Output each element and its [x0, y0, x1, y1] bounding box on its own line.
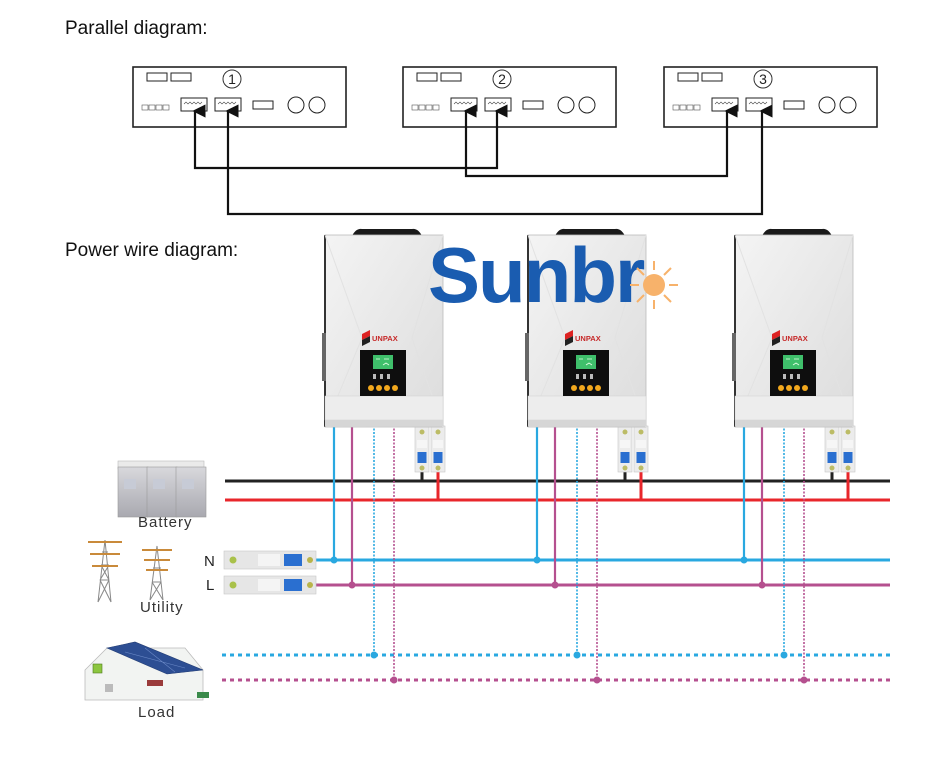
battery-cell	[117, 466, 149, 518]
panel-button	[794, 385, 800, 391]
battery-cell	[146, 466, 178, 518]
sun-icon	[630, 261, 678, 309]
panel-button	[595, 385, 601, 391]
parallel-port	[711, 97, 739, 112]
junction-dot	[740, 556, 748, 564]
neutral-breaker	[223, 550, 317, 570]
junction-dot	[533, 556, 541, 564]
parallel-unit: 3	[663, 66, 878, 128]
parallel-port	[484, 97, 512, 112]
parallel-cables	[192, 104, 773, 216]
panel-button	[376, 385, 382, 391]
lcd-display	[373, 355, 393, 369]
power-wire-diagram-heading: Power wire diagram:	[65, 240, 239, 261]
panel-button	[587, 385, 593, 391]
panel-button	[392, 385, 398, 391]
parallel-cable-2-3	[463, 104, 738, 178]
panel-button	[368, 385, 374, 391]
junction-dot	[780, 651, 788, 659]
line-breaker	[223, 575, 317, 595]
watermark-text: Sunbr	[428, 231, 645, 319]
junction-dot	[348, 581, 356, 589]
unpax-logo: UNPAX	[362, 330, 398, 346]
parallel-unit: 2	[402, 66, 617, 128]
parallel-unit: 1	[132, 66, 347, 128]
load-label: Load	[138, 704, 175, 721]
parallel-port	[745, 97, 773, 112]
dc-breaker	[633, 425, 649, 473]
inverter: UNPAX	[525, 228, 647, 428]
junction-dot	[370, 651, 378, 659]
junction-dot	[551, 581, 559, 589]
panel-button	[571, 385, 577, 391]
dc-breaker	[430, 425, 446, 473]
parallel-port	[214, 97, 242, 112]
parallel-port	[450, 97, 478, 112]
junction-dot	[573, 651, 581, 659]
battery-label: Battery	[138, 514, 193, 531]
load-bus	[222, 653, 890, 682]
line-label: L	[206, 577, 214, 594]
unit-number: 2	[498, 71, 506, 87]
load-house-icon	[84, 641, 209, 701]
junction-dot	[800, 676, 808, 684]
unit-number: 1	[228, 71, 236, 87]
lcd-display	[576, 355, 596, 369]
inverter: UNPAX	[732, 228, 854, 428]
junction-dot	[390, 676, 398, 684]
sunbr-watermark: Sunbr	[428, 231, 678, 319]
junction-dot	[330, 556, 338, 564]
parallel-cable-1-2	[192, 104, 508, 170]
panel-button	[778, 385, 784, 391]
panel-button	[384, 385, 390, 391]
junction-dot	[593, 676, 601, 684]
dc-breaker	[414, 425, 430, 473]
utility-tower-icon	[88, 539, 122, 603]
unpax-logo: UNPAX	[772, 330, 808, 346]
panel-button	[579, 385, 585, 391]
utility-label: Utility	[140, 599, 184, 616]
inverter: UNPAX	[322, 228, 444, 428]
dc-breaker	[824, 425, 840, 473]
inverter-brand: UNPAX	[575, 334, 601, 343]
lcd-display	[783, 355, 803, 369]
unit-number: 3	[759, 71, 767, 87]
dc-breaker	[617, 425, 633, 473]
neutral-label: N	[204, 553, 215, 570]
dc-breaker	[840, 425, 856, 473]
parallel-diagram-heading: Parallel diagram:	[65, 18, 208, 39]
junction-dot	[758, 581, 766, 589]
panel-button	[802, 385, 808, 391]
utility-bus	[315, 558, 890, 587]
inverter-brand: UNPAX	[372, 334, 398, 343]
parallel-cable-1-3	[225, 104, 773, 216]
com-port	[783, 100, 805, 110]
inverter-brand: UNPAX	[782, 334, 808, 343]
battery-bank	[117, 460, 207, 518]
parallel-port	[180, 97, 208, 112]
battery-bus	[225, 479, 890, 502]
panel-button	[786, 385, 792, 391]
unpax-logo: UNPAX	[565, 330, 601, 346]
utility-tower-icon	[142, 545, 172, 601]
battery-cell	[175, 466, 207, 518]
